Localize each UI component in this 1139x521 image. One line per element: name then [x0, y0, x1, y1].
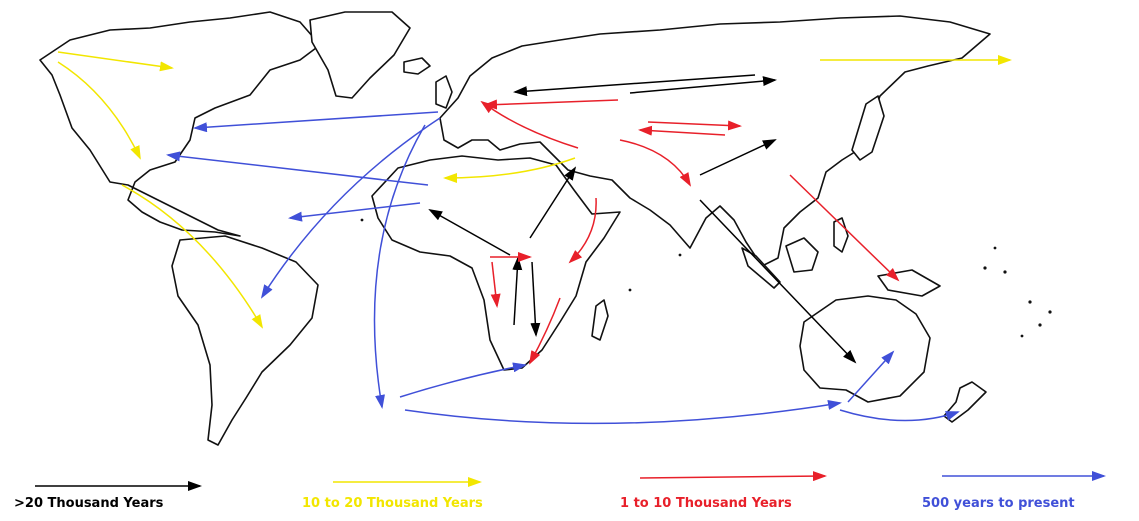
- route-arrow: [789, 174, 900, 282]
- japan-outline: [851, 95, 885, 161]
- north-america-outline: [39, 11, 321, 237]
- routes-over-20k: [428, 74, 857, 364]
- legend-arrow-1-10k: [639, 471, 827, 482]
- new-zealand-outline: [943, 381, 987, 423]
- route-arrow: [619, 139, 691, 187]
- route-arrow: [399, 362, 527, 398]
- routes-500y: [166, 111, 960, 425]
- route-arrow: [166, 151, 429, 186]
- route-arrow: [529, 297, 561, 365]
- route-arrow: [288, 202, 421, 222]
- legend-label-10-20k: 10 to 20 Thousand Years: [302, 496, 483, 511]
- route-arrow: [480, 100, 579, 149]
- legend-arrows: [35, 471, 1106, 491]
- route-arrow: [699, 139, 777, 176]
- route-arrow: [530, 261, 541, 337]
- legend-label-over-20k: >20 Thousand Years: [14, 496, 164, 511]
- route-arrow: [490, 261, 501, 308]
- route-arrow: [57, 51, 174, 72]
- routes-10-20k: [57, 51, 1012, 329]
- route-arrow: [260, 117, 441, 299]
- route-arrow: [847, 350, 895, 403]
- route-arrow: [57, 61, 141, 160]
- route-arrow: [513, 74, 756, 97]
- new-guinea-outline: [877, 269, 941, 297]
- philippines-outline: [833, 217, 849, 253]
- route-arrow: [512, 256, 523, 326]
- route-arrow: [629, 76, 777, 94]
- landmasses: [39, 11, 1052, 446]
- borneo-outline: [785, 237, 819, 273]
- route-arrow: [483, 99, 619, 110]
- route-arrow: [443, 157, 576, 183]
- pacific-islands: [360, 218, 1052, 338]
- route-arrow: [404, 399, 842, 425]
- sumatra-outline: [741, 247, 781, 289]
- australia-outline: [799, 295, 931, 403]
- south-america-outline: [171, 235, 319, 446]
- iceland-outline: [403, 57, 431, 75]
- madagascar-outline: [591, 299, 609, 341]
- legend-label-500y: 500 years to present: [922, 496, 1075, 511]
- routes-1-10k: [480, 99, 900, 365]
- legend-label-1-10k: 1 to 10 Thousand Years: [620, 496, 792, 511]
- route-arrow: [121, 184, 264, 329]
- route-arrow: [193, 111, 439, 133]
- great-britain-outline: [435, 75, 453, 109]
- route-arrow: [373, 124, 426, 409]
- route-arrow: [428, 209, 511, 256]
- route-arrow: [638, 125, 726, 136]
- route-arrow: [699, 199, 857, 364]
- route-arrow: [647, 120, 742, 131]
- greenland-outline: [309, 11, 411, 99]
- eurasia-outline: [439, 15, 991, 267]
- route-arrow: [568, 197, 597, 264]
- route-arrow: [839, 409, 960, 422]
- africa-outline: [371, 155, 621, 371]
- route-arrow: [529, 166, 577, 239]
